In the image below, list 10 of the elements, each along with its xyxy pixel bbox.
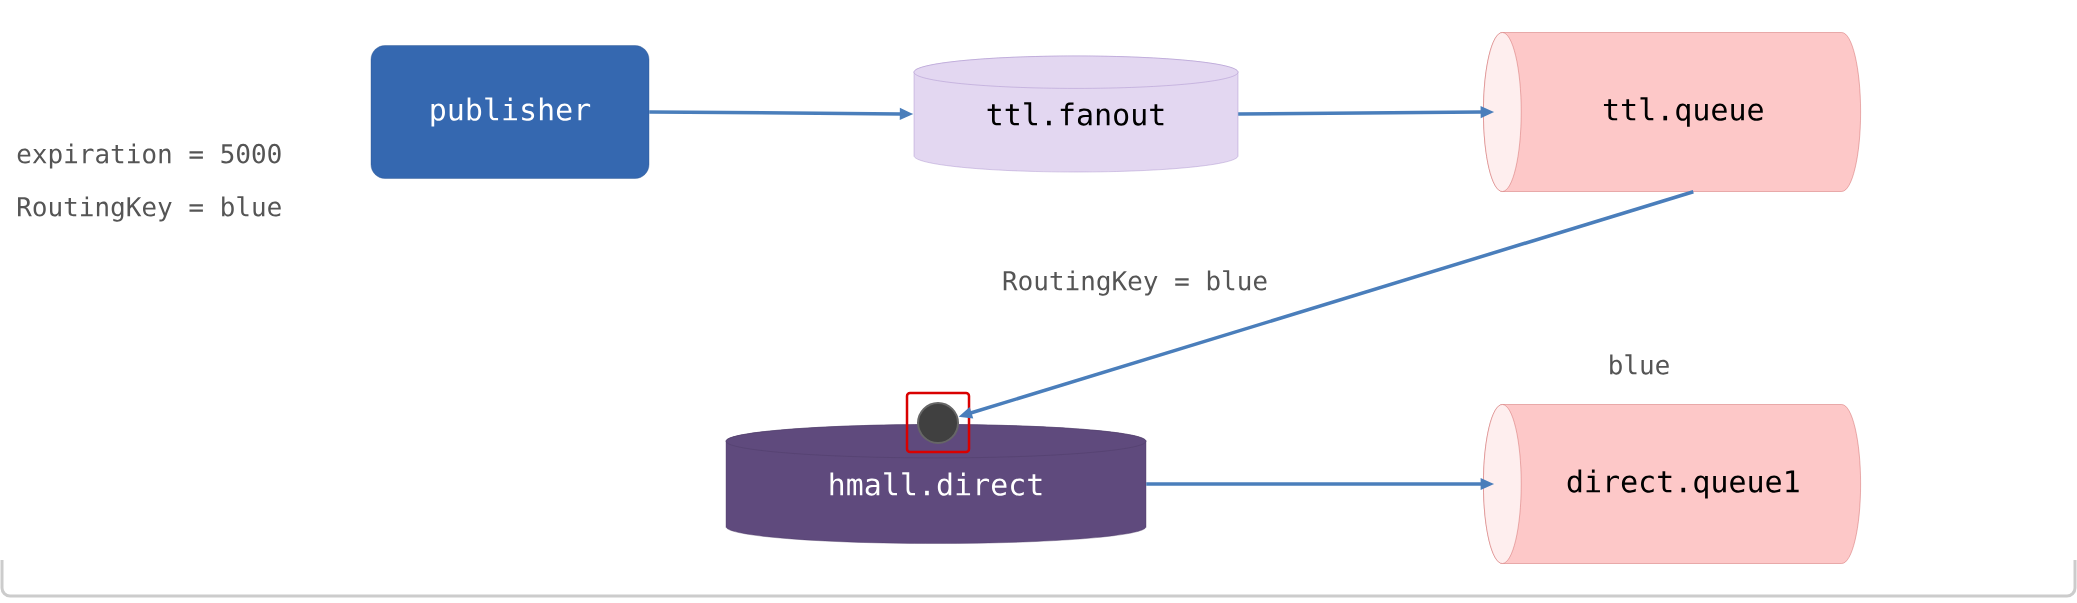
parameter-label: expiration = 5000 xyxy=(17,143,281,169)
edge-label: RoutingKey = blue xyxy=(999,268,1271,298)
exchange-cylinder: ttl.fanout xyxy=(913,55,1239,173)
queue-cylinder: direct.queue1 xyxy=(1483,404,1861,564)
exchange-cylinder: hmall.direct xyxy=(725,424,1147,544)
parameter-label: RoutingKey = blue xyxy=(18,196,281,222)
circle-marker xyxy=(917,402,959,444)
binding-key-label: blue xyxy=(1610,354,1669,375)
queue-cylinder: ttl.queue xyxy=(1483,32,1861,192)
process-box: publisher xyxy=(370,45,650,179)
